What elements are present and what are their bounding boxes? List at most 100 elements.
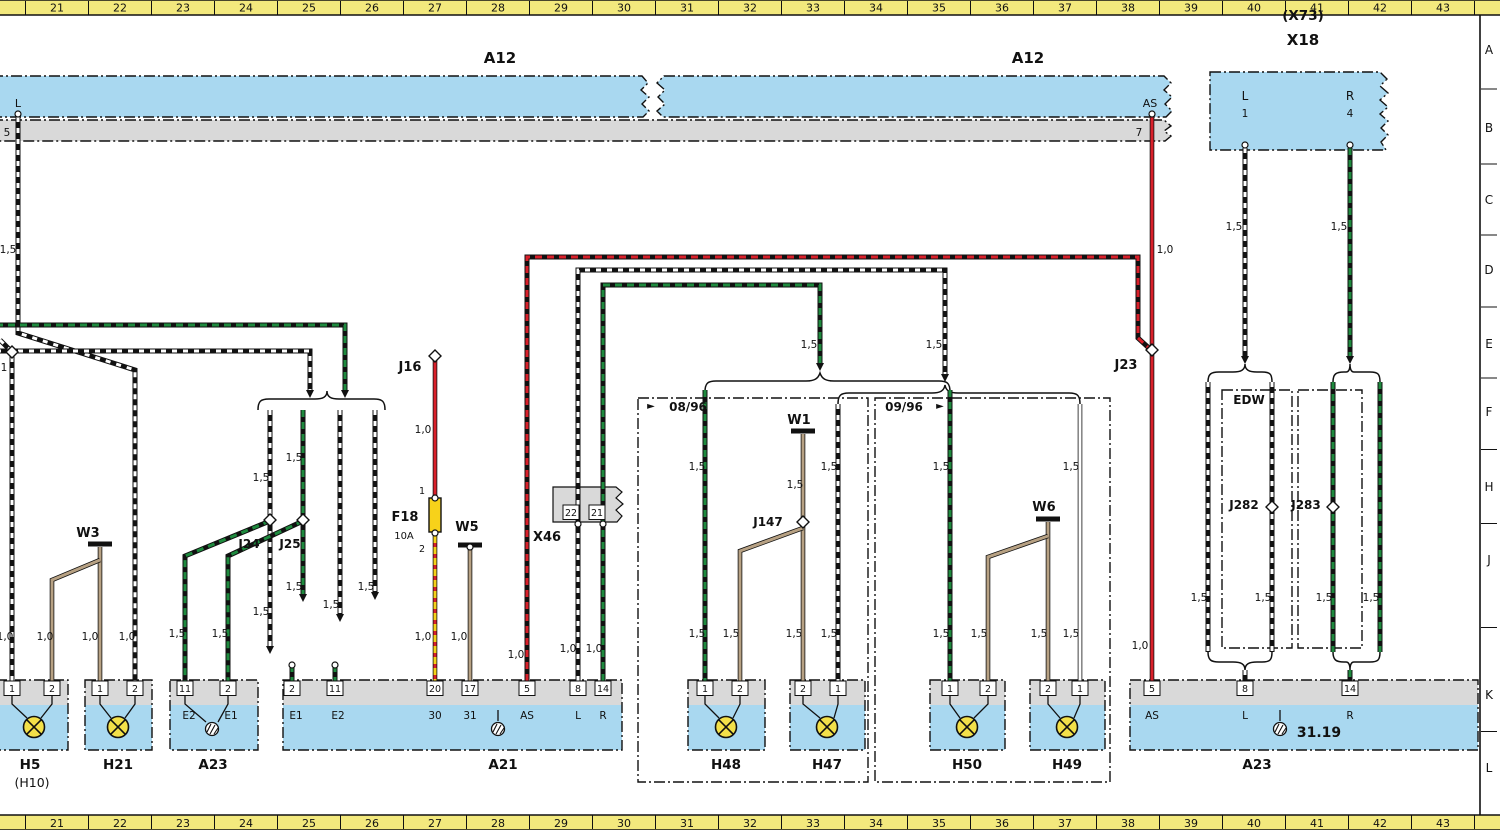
ruler-column-number: 41 bbox=[1310, 1, 1324, 14]
wire-black-white bbox=[0, 348, 313, 390]
gauge-label: 1,5 bbox=[821, 461, 838, 473]
ruler-column-number: 32 bbox=[743, 1, 757, 14]
ruler-column-number: 26 bbox=[365, 1, 379, 14]
ruler-column-number: 38 bbox=[1121, 1, 1135, 14]
terminal-pin-number: 2 bbox=[49, 684, 55, 695]
wire-arrow-icon bbox=[266, 646, 274, 654]
terminal-pin-box bbox=[979, 680, 997, 696]
ruler-column-number: 30 bbox=[617, 817, 631, 830]
terminal-pin-number: 2 bbox=[985, 684, 991, 695]
terminal-pin-number: 1 bbox=[1077, 684, 1083, 695]
lamp-icon bbox=[714, 715, 738, 739]
a23-left-label: A23 bbox=[198, 757, 227, 773]
a12-right-label: A12 bbox=[1012, 49, 1044, 67]
terminal-pin-box bbox=[594, 680, 612, 696]
gauge-label: 1,5 bbox=[1331, 221, 1348, 233]
gauge-label: 1,5 bbox=[821, 628, 838, 640]
x18-pin-1: 1 bbox=[1242, 108, 1249, 120]
terminal-pin-number: 2 bbox=[1045, 684, 1051, 695]
edw-box bbox=[1221, 389, 1293, 649]
gauge-label: 1,0 bbox=[415, 424, 432, 436]
x46-label: X46 bbox=[533, 530, 561, 545]
edw-label: EDW bbox=[1233, 393, 1264, 407]
terminal-hook-icon bbox=[1241, 141, 1249, 149]
ruler-row-letter: J bbox=[1486, 553, 1491, 567]
w6-label: W6 bbox=[1032, 500, 1055, 515]
terminal-hook-icon bbox=[1346, 141, 1354, 149]
lamp-icon bbox=[1055, 715, 1079, 739]
ruler-column-number: 43 bbox=[1436, 817, 1450, 830]
terminal-hook-icon bbox=[431, 494, 439, 502]
terminal-pin-number: 1 bbox=[97, 684, 103, 695]
ruler-column-number: 34 bbox=[869, 817, 883, 830]
terminal-hook-icon bbox=[1148, 110, 1156, 118]
terminal-pin-box bbox=[1236, 680, 1254, 696]
cut-wire-label: 1 bbox=[1, 362, 8, 374]
w5-label: W5 bbox=[455, 520, 478, 535]
ruler-column-number: 24 bbox=[239, 817, 253, 830]
wire-arrow-icon bbox=[371, 592, 379, 600]
ruler-row-letter: B bbox=[1485, 121, 1493, 135]
ruler-layer: 2121222223232424252526262727282829293030… bbox=[25, 1, 1497, 830]
ground-designation-31-19: 31.19 bbox=[1297, 725, 1341, 741]
connector-diamond-icon bbox=[428, 349, 442, 363]
ruler-column-number: 40 bbox=[1247, 817, 1261, 830]
pin-designation: L bbox=[1242, 710, 1248, 722]
terminal-pin-number: 14 bbox=[1344, 684, 1356, 695]
a12-bus-right bbox=[655, 75, 1174, 118]
w1-label: W1 bbox=[787, 413, 810, 428]
gauge-label: 1,5 bbox=[1063, 461, 1080, 473]
gauge-label: 1,5 bbox=[286, 581, 303, 593]
terminal-pin-number: 1 bbox=[702, 684, 708, 695]
ruler-column-number: 42 bbox=[1373, 1, 1387, 14]
terminal-pin-box bbox=[696, 680, 714, 696]
gauge-label: 1,5 bbox=[689, 628, 706, 640]
gauge-label: 1,5 bbox=[253, 606, 270, 618]
gauge-label: 1,0 bbox=[0, 631, 13, 643]
arrow-glyph: ► bbox=[647, 401, 655, 412]
gauge-label: 1,5 bbox=[1191, 592, 1208, 604]
ruler-column-number: 28 bbox=[491, 1, 505, 14]
wire-arrow-icon bbox=[341, 390, 349, 398]
connector-diamond-icon bbox=[796, 515, 810, 529]
h5-label: H5 bbox=[20, 757, 41, 773]
terminal-pin-number: 2 bbox=[289, 684, 295, 695]
j24-label: J24 bbox=[237, 537, 259, 551]
wire-arrow-icon bbox=[336, 614, 344, 622]
terminal-hook-icon bbox=[14, 110, 22, 118]
gauge-label: 1,5 bbox=[1316, 592, 1333, 604]
a12-bus-left bbox=[0, 75, 651, 118]
fuse-f18-icon bbox=[428, 497, 442, 533]
lamp-icon bbox=[22, 715, 46, 739]
arrow-glyph: ► bbox=[936, 401, 944, 412]
ground-bar-icon bbox=[791, 428, 815, 434]
ruler-column-number: 27 bbox=[428, 1, 442, 14]
connector-diamond-icon bbox=[1326, 500, 1340, 514]
terminal-pin-number: 2 bbox=[800, 684, 806, 695]
terminal-pin-number: 2 bbox=[225, 684, 231, 695]
gauge-label: 1,5 bbox=[933, 628, 950, 640]
ruler-row-letter: C bbox=[1485, 193, 1493, 207]
fuse-pin-1: 1 bbox=[419, 486, 425, 497]
h21-label: H21 bbox=[103, 757, 133, 773]
a12-left-label: A12 bbox=[484, 49, 516, 67]
gauge-label: 1,0 bbox=[560, 643, 577, 655]
terminal-pin-number: 2 bbox=[132, 684, 138, 695]
j16-label: J16 bbox=[398, 360, 422, 375]
gauge-label: 1,5 bbox=[0, 244, 16, 256]
connector-diamond-icon bbox=[1265, 500, 1279, 514]
ruler-column-number: 26 bbox=[365, 817, 379, 830]
pin-designation: E2 bbox=[182, 710, 195, 722]
gauge-label: 1,5 bbox=[1255, 592, 1272, 604]
x18-terminal-r: R bbox=[1346, 89, 1354, 103]
ruler-column-number: 31 bbox=[680, 1, 694, 14]
ruler-column-number: 29 bbox=[554, 1, 568, 14]
lamp-icon bbox=[955, 715, 979, 739]
wire-arrow-icon bbox=[816, 363, 824, 371]
gauge-label: 1,5 bbox=[933, 461, 950, 473]
gauge-label: 1,5 bbox=[971, 628, 988, 640]
ruler-column-number: 22 bbox=[113, 817, 127, 830]
ruler-column-number: 41 bbox=[1310, 817, 1324, 830]
terminal-hook-icon bbox=[466, 543, 474, 551]
